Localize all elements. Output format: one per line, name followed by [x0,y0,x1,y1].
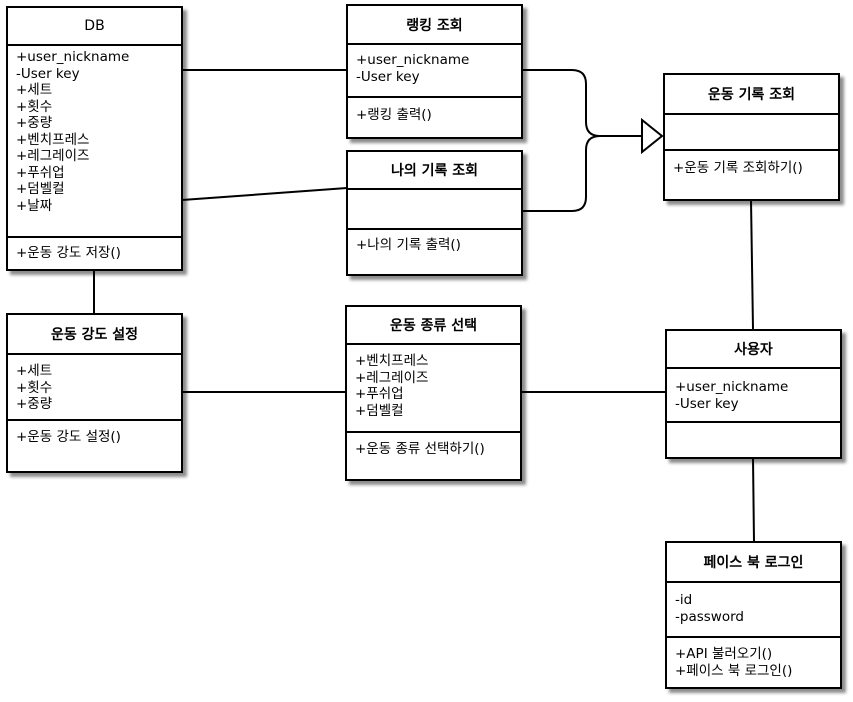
class-my-record-methods: +나의 기록 출력() [348,228,521,274]
class-ranking-methods: +랭킹 출력() [348,96,521,137]
attribute: -password [675,608,744,625]
attribute: +횟수 [16,379,53,396]
attribute: +날짜 [16,197,53,214]
class-ranking-attributes: +user_nickname -User key [348,43,521,96]
class-my-record-name: 나의 기록 조회 [390,163,479,179]
method: +나의 기록 출력() [356,237,461,253]
attribute: -User key [356,68,420,85]
attribute: +푸쉬업 [16,164,65,181]
class-intensity-name: 운동 강도 설정 [50,327,139,343]
class-ranking-name: 랭킹 조회 [406,17,463,34]
class-exercise-record: 운동 기록 조회 +운동 기록 조회하기() [663,73,840,201]
attribute: +덤벨컬 [16,181,65,197]
attribute: +레그레이즈 [16,148,90,164]
assoc-user-facebook [752,457,755,543]
attribute: -id [675,592,693,608]
attribute: -User key [16,65,80,82]
class-exercise-type-methods: +운동 종류 선택하기() [347,431,520,479]
class-exercise-type: 운동 종류 선택 +벤치프레스 +레그레이즈 +푸쉬업 +덤벨컬 +운동 종류 … [345,305,522,481]
attribute: +user_nickname [675,379,789,395]
class-intensity-attributes: +세트 +횟수 +중량 [8,353,181,419]
attribute: +user_nickname [356,52,470,68]
assoc-record-user [750,199,754,330]
attribute: +중량 [16,115,53,131]
method: +운동 종류 선택하기() [355,441,485,457]
attribute: +푸쉬업 [355,386,404,402]
method: +운동 강도 저장() [16,245,121,261]
class-facebook-login-name: 페이스 북 로그인 [703,555,804,571]
attribute: +벤치프레스 [16,131,90,148]
class-exercise-type-attributes: +벤치프레스 +레그레이즈 +푸쉬업 +덤벨컬 [347,343,520,431]
method: +운동 기록 조회하기() [673,160,803,176]
class-facebook-login: 페이스 북 로그인 -id -password +API 불러오기() +페이스… [665,541,842,689]
method: +운동 강도 설정() [16,429,121,445]
attribute: +레그레이즈 [355,369,429,386]
attribute: +user_nickname [16,49,130,65]
attribute: +덤벨컬 [355,402,404,419]
class-intensity-methods: +운동 강도 설정() [8,419,181,471]
method: +페이스 북 로그인() [675,662,793,679]
class-user: 사용자 +user_nickname -User key [665,329,842,459]
class-exercise-record-name: 운동 기록 조회 [707,87,796,103]
class-my-record-attributes [348,188,521,228]
attribute: -User key [675,395,739,412]
attribute: +세트 [16,82,53,98]
class-exercise-record-attributes [665,113,838,149]
class-exercise-type-name: 운동 종류 선택 [389,318,478,334]
attribute: +중량 [16,396,53,412]
assoc-db-my-record [181,187,348,201]
attribute: +세트 [16,363,53,379]
generalization-arrowhead [641,117,664,155]
class-user-attributes: +user_nickname -User key [667,367,840,421]
class-db-methods: +운동 강도 저장() [8,236,181,269]
class-db-attributes: +user_nickname -User key +세트 +횟수 +중량 +벤치… [8,44,181,236]
class-db: DB +user_nickname -User key +세트 +횟수 +중량 … [6,6,183,271]
class-facebook-login-methods: +API 불러오기() +페이스 북 로그인() [667,636,840,687]
attribute: +벤치프레스 [355,353,429,369]
class-my-record: 나의 기록 조회 +나의 기록 출력() [346,150,523,276]
class-db-name: DB [84,18,105,34]
class-user-name: 사용자 [734,342,773,358]
class-exercise-record-methods: +운동 기록 조회하기() [665,149,838,199]
attribute: +횟수 [16,98,53,115]
class-intensity: 운동 강도 설정 +세트 +횟수 +중량 +운동 강도 설정() [6,313,183,473]
class-user-methods [667,421,840,457]
generalization-my-record [522,135,642,212]
method: +API 불러오기() [675,646,773,662]
generalization-ranking [522,69,642,137]
class-ranking: 랭킹 조회 +user_nickname -User key +랭킹 출력() [346,4,523,139]
method: +랭킹 출력() [356,107,432,123]
class-facebook-login-attributes: -id -password [667,581,840,636]
